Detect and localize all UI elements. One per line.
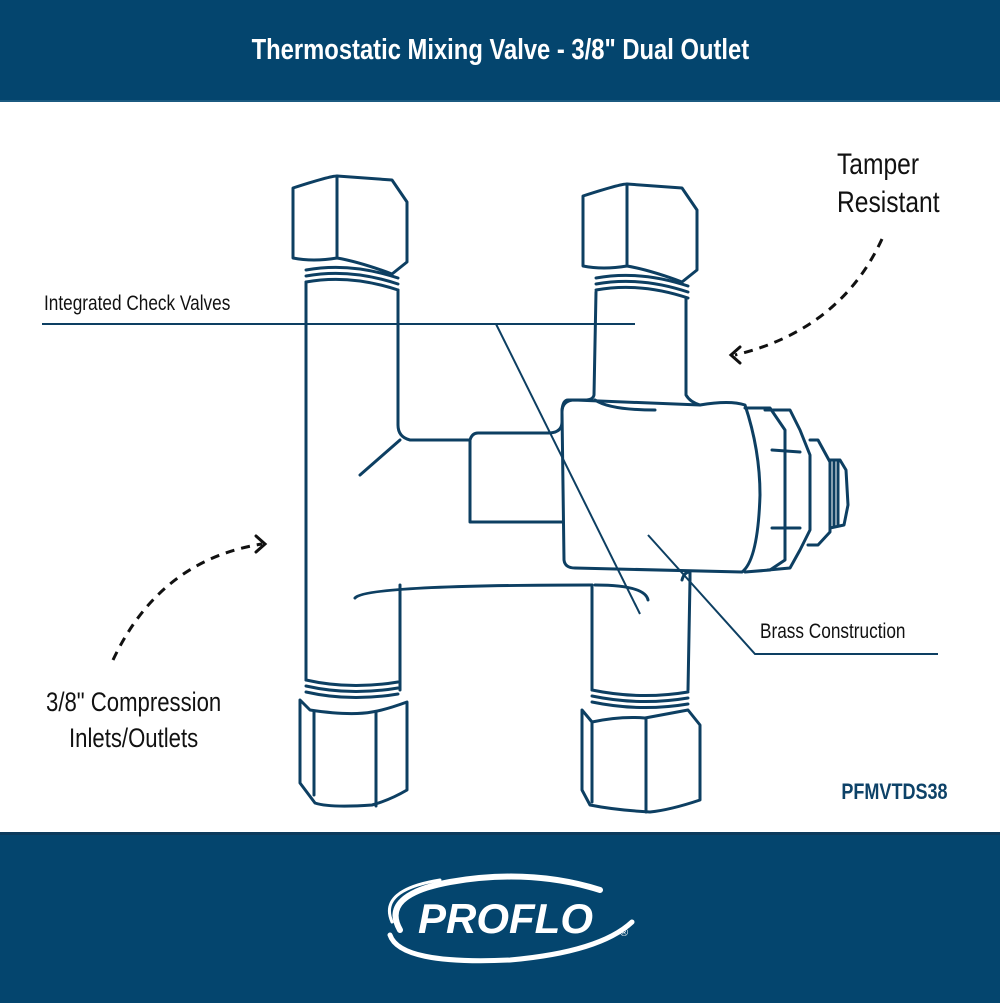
- arrow-compression-icon: [111, 542, 263, 661]
- footer-banner: [0, 832, 1000, 1003]
- proflo-logo: PROFLO ®: [387, 873, 635, 964]
- registered-mark: ®: [620, 927, 628, 939]
- hex-nut-top-left: [291, 174, 409, 292]
- callout-tamper-line1: Tamper: [837, 148, 920, 181]
- callout-compression-line1: 3/8" Compression: [46, 687, 222, 717]
- header-banner: Thermostatic Mixing Valve - 3/8" Dual Ou…: [0, 0, 1000, 102]
- callout-tamper-resistant: Tamper Resistant: [837, 146, 940, 222]
- arrow-tamper-icon: [734, 238, 884, 357]
- product-sku: PFMVTDS38: [841, 779, 948, 804]
- leader-check-valves-diagonal: [495, 323, 641, 615]
- leader-brass: [647, 534, 938, 655]
- callout-check-valves: Integrated Check Valves: [44, 292, 231, 315]
- callout-tamper-line2: Resistant: [837, 186, 940, 219]
- brand-wordmark: PROFLO: [418, 895, 593, 942]
- hex-nut-bottom-right: [580, 688, 702, 814]
- hex-nut-bottom-left: [298, 678, 409, 808]
- callout-compression-line2: Inlets/Outlets: [68, 723, 199, 753]
- page-title: Thermostatic Mixing Valve - 3/8" Dual Ou…: [251, 33, 749, 66]
- callout-brass-construction: Brass Construction: [760, 620, 906, 643]
- hex-nut-top-right: [581, 182, 699, 300]
- callout-compression: 3/8" Compression Inlets/Outlets: [46, 684, 221, 756]
